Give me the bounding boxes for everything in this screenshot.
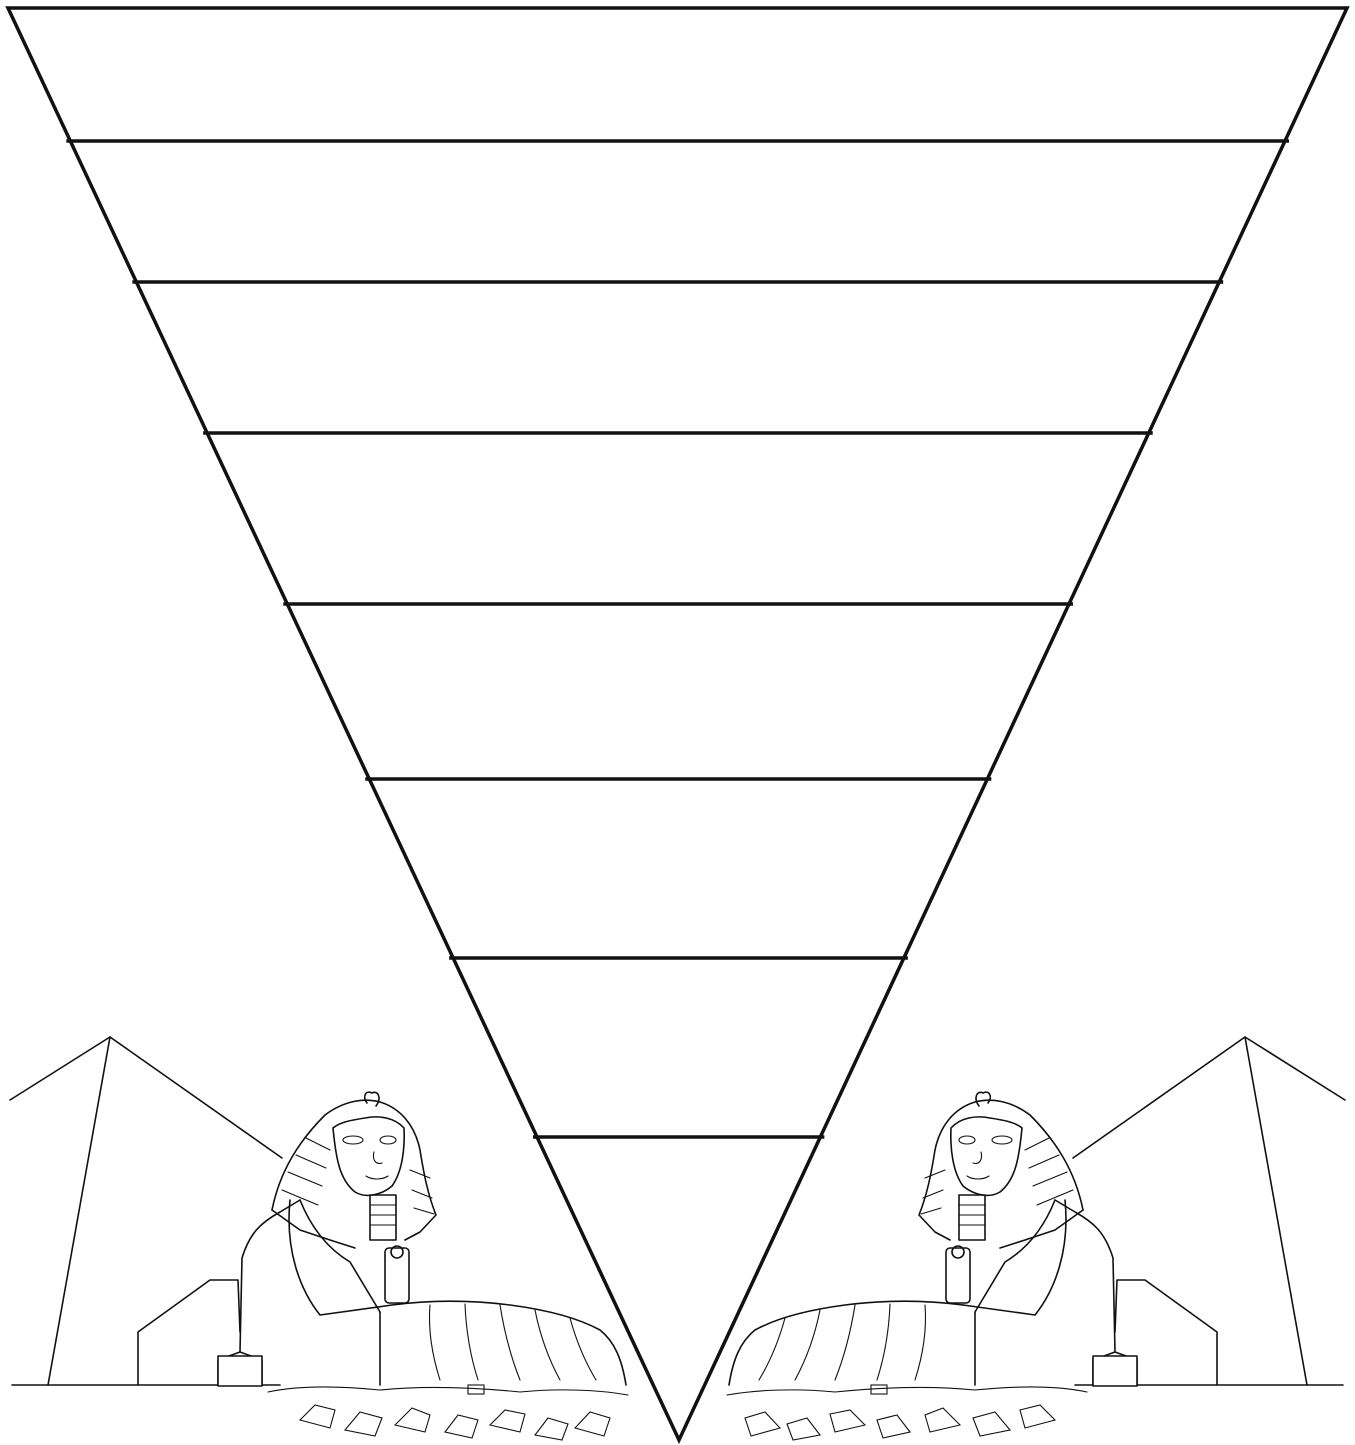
pyramid-band-dividers [66, 141, 1289, 1137]
sphinx-pyramid-left-icon [10, 1037, 628, 1440]
sphinx-pyramid-right-icon [727, 1037, 1345, 1440]
inverted-pyramid-outline [8, 8, 1347, 1440]
